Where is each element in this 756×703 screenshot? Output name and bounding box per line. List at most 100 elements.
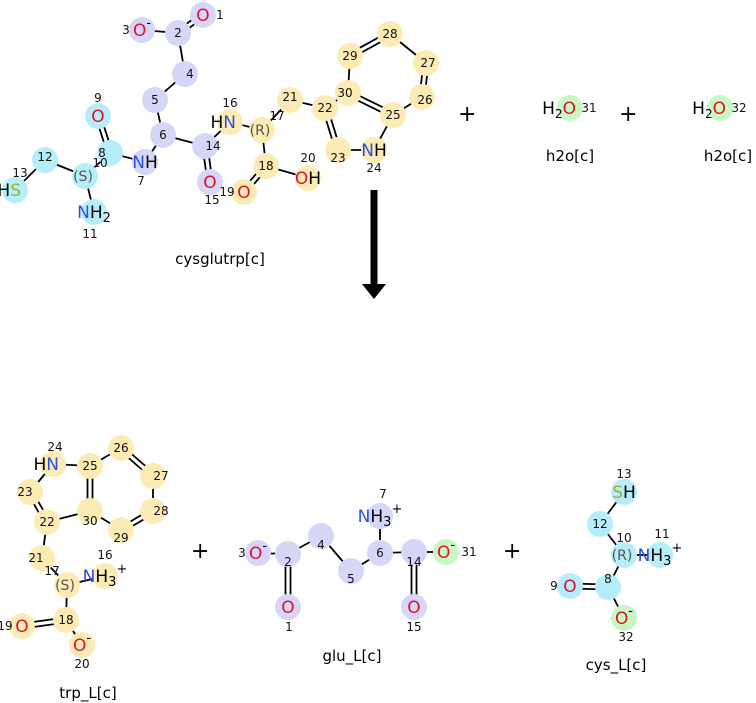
atom-label-bg	[196, 6, 210, 24]
atom-label-bg	[237, 183, 251, 201]
atom-label-bg	[713, 99, 727, 117]
atom-25: 25	[385, 108, 400, 122]
atom-number: 21	[28, 551, 43, 565]
atom-number: 3	[238, 546, 246, 560]
atom-number: 10	[616, 531, 631, 545]
atom-number: 31	[581, 101, 596, 115]
atom-highlight	[54, 572, 80, 598]
atom-30: 30	[337, 86, 352, 100]
atom-number: 17	[44, 564, 59, 578]
atom-number: 27	[153, 469, 168, 483]
atom-label-bg	[138, 153, 152, 171]
atom-number: 31	[461, 545, 476, 559]
atom-symbol: NH2	[77, 203, 111, 226]
atom-number: 6	[159, 128, 167, 142]
atom-label-part: +	[116, 562, 127, 577]
atom-22: 22	[317, 101, 332, 115]
atom-highlight	[367, 540, 393, 566]
atom-symbol: O	[563, 577, 576, 597]
atom-number: 9	[550, 579, 558, 593]
atom-highlight	[277, 87, 303, 113]
atom-label-bg	[87, 203, 101, 221]
atom-label-bg	[135, 21, 149, 39]
atom-highlight	[337, 43, 363, 69]
atom-number: 5	[151, 93, 159, 107]
atom-15: O15	[203, 173, 220, 207]
atom-number: 32	[618, 630, 633, 644]
atom-symbol: O	[15, 617, 28, 637]
atom-highlight	[595, 574, 621, 600]
atom-9: O9	[91, 91, 105, 127]
atom-number: 2	[174, 26, 182, 40]
atom-symbol: O-	[615, 604, 633, 629]
atom-label-part: H	[623, 483, 636, 503]
atom-28: 28	[382, 27, 397, 41]
atom-number: 1	[285, 620, 293, 634]
atom-highlight	[380, 102, 406, 128]
atom-21: 21	[282, 90, 297, 104]
atom-label-part: +	[391, 502, 402, 517]
atom-number: 11	[82, 227, 97, 241]
atom-highlight	[409, 84, 435, 110]
atom-25: 25	[82, 459, 97, 473]
atom-label-part: H	[692, 99, 705, 119]
atom-14: 14	[205, 139, 220, 153]
atom-number: 17	[269, 109, 284, 123]
atom-15: O15	[406, 598, 422, 634]
atom-12: 12	[37, 150, 52, 164]
atom-number: 11	[654, 527, 669, 541]
atom-symbol: O	[196, 6, 209, 26]
atom-label-part: H	[0, 181, 10, 201]
molecule-name-cysglutrp: cysglutrp[c]	[175, 250, 265, 268]
atom-label-bg	[407, 598, 421, 616]
atom-highlight	[72, 163, 98, 189]
atom-18: 18	[258, 159, 273, 173]
atom-11: NH3+11	[638, 527, 683, 569]
atom-highlight	[172, 61, 198, 87]
atom-16: NH3+16	[83, 548, 128, 590]
atom-4: 4	[186, 67, 194, 81]
atom-4: 4	[317, 538, 325, 552]
atom-number: 22	[39, 515, 54, 529]
atom-number: 29	[113, 531, 128, 545]
atom-highlight	[165, 20, 191, 46]
atom-7: NH3+7	[358, 487, 403, 530]
atom-30: 30	[82, 514, 97, 528]
atom-label-bg	[617, 609, 631, 627]
atom-number: 18	[258, 159, 273, 173]
atom-highlight	[611, 542, 637, 568]
atom-symbol: O	[407, 598, 420, 618]
atom-number: 14	[406, 555, 421, 569]
atom-label-part: -	[450, 538, 455, 553]
atom-6: 6	[376, 546, 384, 560]
atom-number: 9	[94, 91, 102, 105]
atom-number: 5	[347, 572, 355, 586]
atom-label-part: O	[203, 173, 216, 193]
atom-number: 12	[592, 517, 607, 531]
atom-label-part: 2	[555, 107, 563, 121]
atom-label-part: N	[223, 113, 236, 133]
atom-label-part: O	[133, 21, 146, 41]
atom-label-part: N	[83, 567, 96, 587]
atom-number: 7	[137, 174, 145, 188]
atom-1: O1	[281, 598, 295, 634]
atom-27: 27	[420, 56, 435, 70]
atom-highlight	[97, 140, 123, 166]
atom-19: O19	[219, 183, 251, 203]
atom-symbol: OH	[295, 169, 321, 189]
atom-26: 26	[113, 441, 128, 455]
atom-symbol: O	[281, 598, 294, 618]
atom-highlight	[29, 545, 55, 571]
atom-number: 4	[186, 67, 194, 81]
atom-number: 6	[376, 546, 384, 560]
atom-number: 20	[74, 657, 89, 671]
atom-highlight	[108, 517, 134, 543]
atom-number: 13	[12, 166, 27, 180]
atom-label-bg	[251, 544, 265, 562]
atom-number: 26	[417, 93, 432, 107]
atom-21: 21	[28, 551, 43, 565]
atom-number: 10	[92, 156, 107, 170]
